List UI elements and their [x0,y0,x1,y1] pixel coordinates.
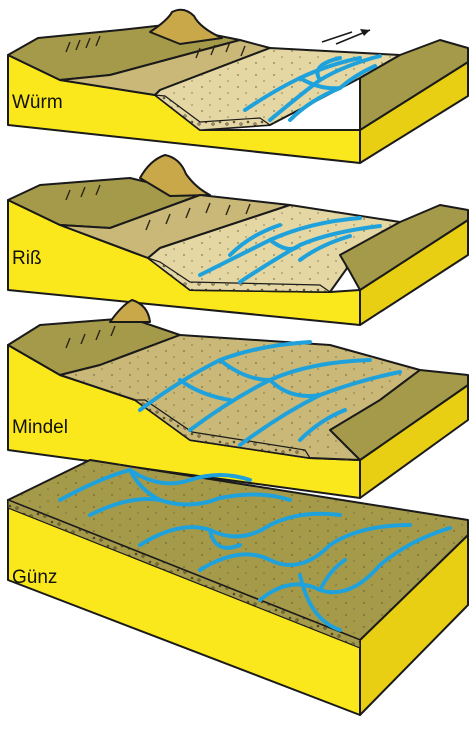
stage-label-riss: Riß [12,248,42,269]
stage-label-wuerm: Würm [12,92,63,113]
block-riss: Riß [8,155,468,325]
stage-label-mindel: Mindel [12,417,68,438]
flow-direction-arrow-icon [322,29,370,44]
stage-label-guenz: Günz [12,567,57,588]
block-guenz: Günz [8,460,468,715]
block-wuerm: Würm [8,10,468,163]
